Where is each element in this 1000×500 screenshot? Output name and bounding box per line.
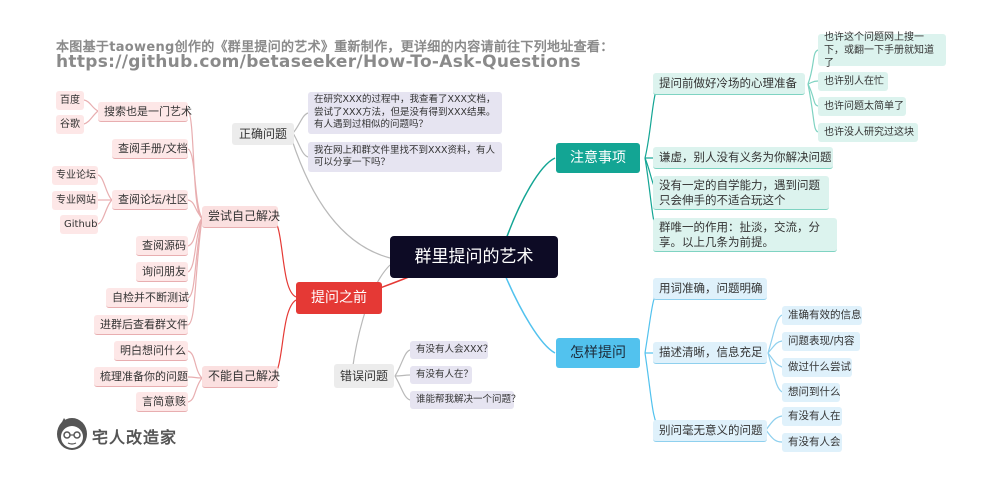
mindset-too-simple[interactable]: 也许问题太简单了 bbox=[818, 97, 906, 116]
header-url-line: https://github.com/betaseeker/How-To-Ask… bbox=[56, 52, 581, 72]
mindset-busy[interactable]: 也许别人在忙 bbox=[818, 72, 888, 91]
describe-attempts[interactable]: 做过什么尝试 bbox=[782, 358, 852, 377]
node-self-learning[interactable]: 没有一定的自学能力，遇到问题只会伸手的不适合玩这个 bbox=[653, 176, 829, 210]
mascot-logo-icon bbox=[54, 414, 90, 454]
node-source[interactable]: 查阅源码 bbox=[136, 236, 188, 256]
describe-goal[interactable]: 想问到什么 bbox=[782, 383, 841, 402]
node-precise-wording[interactable]: 用词准确，问题明确 bbox=[653, 278, 767, 300]
node-try-self[interactable]: 尝试自己解决 bbox=[202, 206, 280, 228]
brand-logo-text: 宅人改造家 bbox=[92, 428, 178, 447]
mindset-no-research[interactable]: 也许没人研究过这块 bbox=[818, 123, 918, 142]
node-manual[interactable]: 查阅手册/文档 bbox=[112, 139, 188, 159]
node-correct-questions[interactable]: 正确问题 bbox=[232, 123, 294, 145]
node-describe-clearly[interactable]: 描述清晰，信息充足 bbox=[653, 342, 767, 364]
node-google[interactable]: 谷歌 bbox=[56, 115, 84, 134]
nonsense-anyone-here[interactable]: 有没有人在 bbox=[782, 407, 842, 426]
node-mindset[interactable]: 提问前做好冷场的心理准备 bbox=[653, 73, 805, 95]
node-selftest[interactable]: 自检并不断测试 bbox=[106, 288, 189, 308]
branch-before-asking[interactable]: 提问之前 bbox=[296, 282, 382, 314]
node-group-files[interactable]: 进群后查看群文件 bbox=[94, 315, 188, 335]
node-pro-forum[interactable]: 专业论坛 bbox=[52, 166, 98, 185]
nonsense-anyone-knows[interactable]: 有没有人会 bbox=[782, 433, 842, 452]
node-group-purpose[interactable]: 群唯一的作用：扯淡，交流，分享。以上几条为前提。 bbox=[653, 218, 837, 252]
mindset-search-online[interactable]: 也许这个问题网上搜一下，或翻一下手册就知道了 bbox=[818, 32, 946, 69]
node-cannot-self[interactable]: 不能自己解决 bbox=[202, 366, 280, 388]
node-humble[interactable]: 谦虚，别人没有义务为你解决问题 bbox=[653, 147, 833, 169]
node-baidu[interactable]: 百度 bbox=[56, 91, 84, 110]
node-github[interactable]: Github bbox=[60, 215, 98, 234]
correct-example-1[interactable]: 在研究XXX的过程中，我查看了XXX文档，尝试了XXX方法，但是没有得到XXX结… bbox=[308, 92, 502, 134]
header-credit-line: 本图基于taoweng创作的《群里提问的艺术》重新制作，更详细的内容请前往下列地… bbox=[56, 40, 614, 55]
describe-symptom[interactable]: 问题表现/内容 bbox=[782, 332, 860, 351]
node-no-nonsense[interactable]: 别问毫无意义的问题 bbox=[653, 420, 767, 442]
node-search-art[interactable]: 搜索也是一门艺术 bbox=[98, 102, 192, 122]
node-forum[interactable]: 查阅论坛/社区 bbox=[112, 190, 188, 210]
node-pro-site[interactable]: 专业网站 bbox=[52, 191, 98, 210]
wrong-example-3[interactable]: 谁能帮我解决一个问题？ bbox=[410, 391, 521, 409]
node-prepare-question[interactable]: 梳理准备你的问题 bbox=[94, 367, 188, 387]
wrong-example-1[interactable]: 有没有人会XXX？ bbox=[410, 341, 493, 359]
wrong-example-2[interactable]: 有没有人在？ bbox=[410, 366, 473, 384]
node-concise[interactable]: 言简意赅 bbox=[136, 392, 188, 412]
node-friends[interactable]: 询问朋友 bbox=[136, 262, 188, 282]
branch-how-to-ask[interactable]: 怎样提问 bbox=[556, 338, 640, 368]
correct-example-2[interactable]: 我在网上和群文件里找不到XXX资料，有人可以分享一下吗？ bbox=[308, 142, 502, 172]
central-topic[interactable]: 群里提问的艺术 bbox=[390, 236, 558, 278]
branch-notes[interactable]: 注意事项 bbox=[556, 143, 640, 173]
node-wrong-questions[interactable]: 错误问题 bbox=[334, 364, 394, 388]
node-know-question[interactable]: 明白想问什么 bbox=[114, 341, 188, 361]
describe-valid-info[interactable]: 准确有效的信息 bbox=[782, 306, 862, 325]
